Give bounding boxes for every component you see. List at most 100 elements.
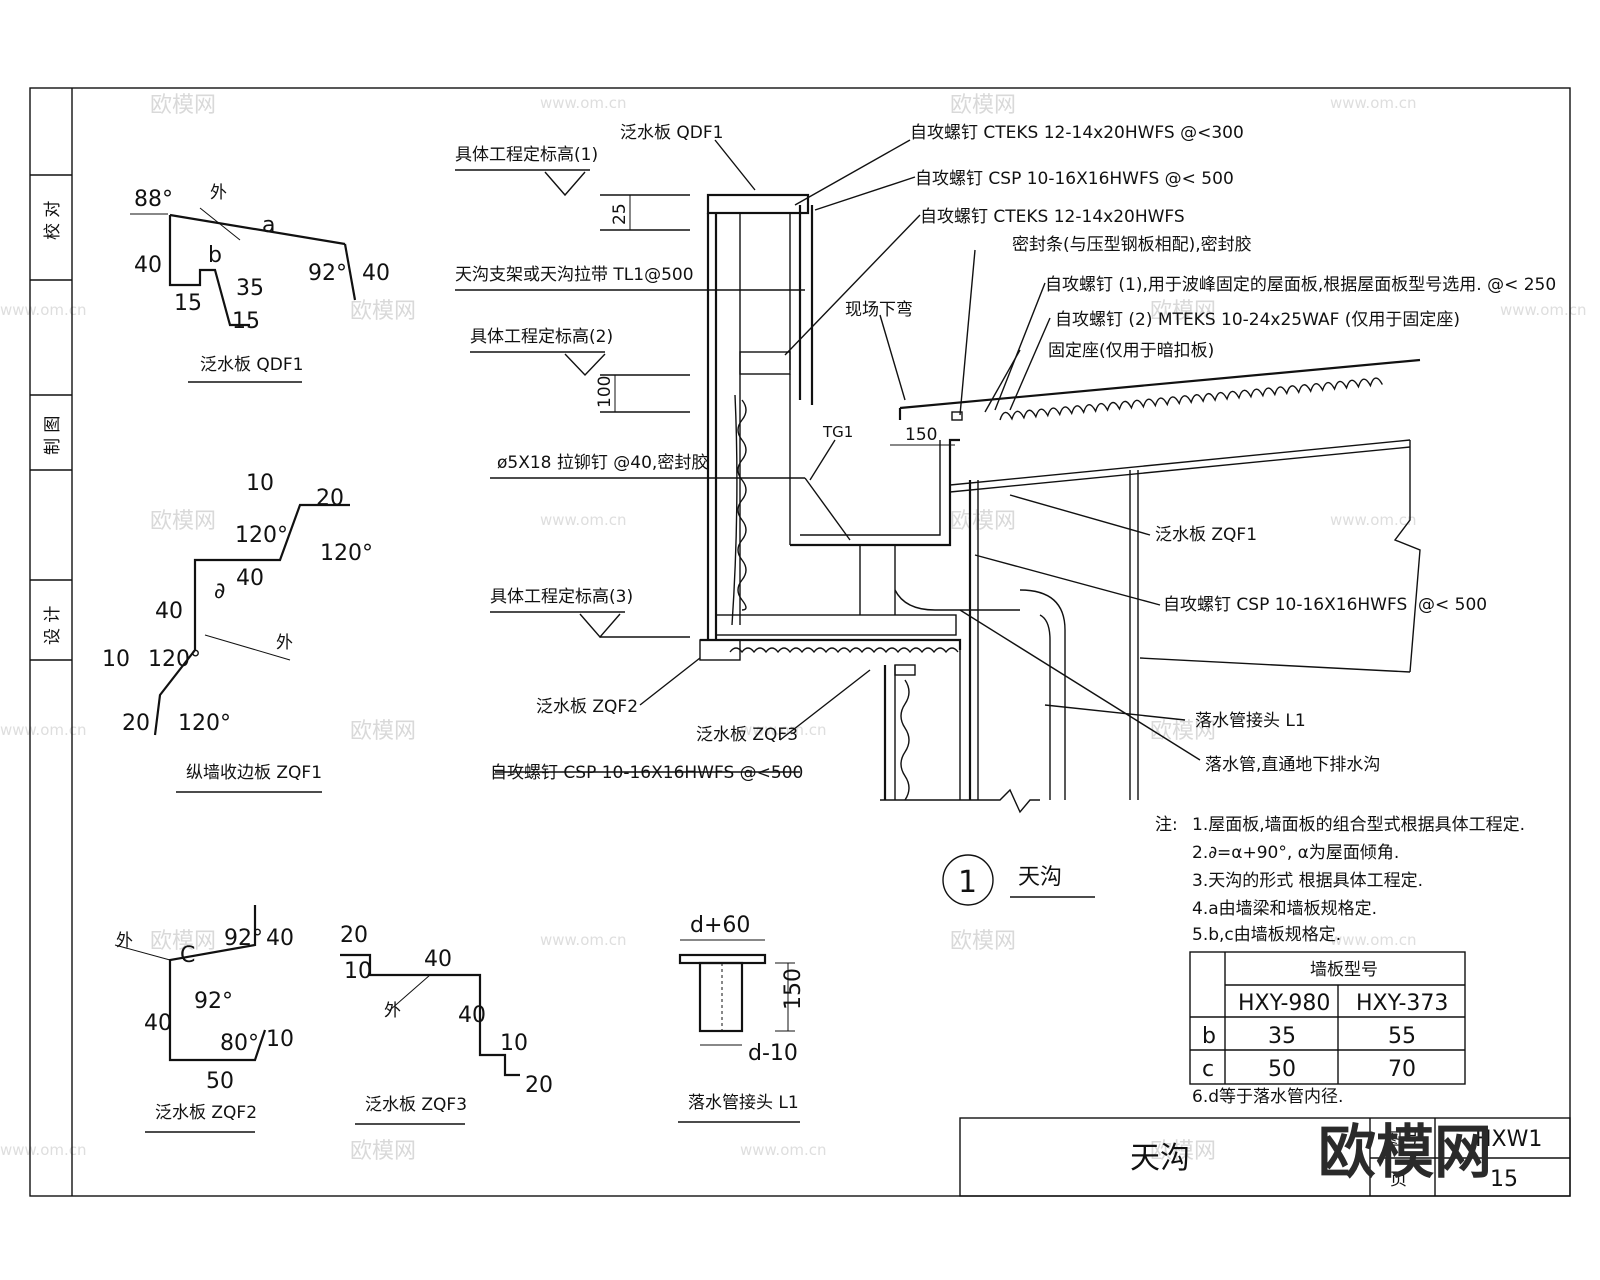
table-col-2: HXY-373	[1356, 991, 1448, 1016]
note-3: 3.天沟的形式 根据具体工程定.	[1192, 871, 1423, 891]
label-out: 外	[210, 183, 227, 203]
sidebar-design-label: 设 计	[43, 606, 63, 645]
dim-15: 15	[232, 309, 260, 334]
note-6: 6.d等于落水管内径.	[1192, 1087, 1343, 1107]
titleblock-name: 天沟	[1130, 1141, 1190, 1176]
watermark-brand: 欧模网	[1150, 1139, 1216, 1164]
callout-title: 天沟	[1018, 865, 1062, 890]
dim-10: 10	[344, 959, 372, 984]
dim-20: 20	[122, 711, 150, 736]
watermark-brand: 欧模网	[350, 1139, 416, 1164]
dim-a: a	[262, 213, 275, 238]
dim-10: 10	[500, 1031, 528, 1056]
label-screw6-spacing: @< 500	[1418, 595, 1487, 615]
dim-top: d+60	[690, 913, 750, 938]
watermark-brand: 欧模网	[950, 93, 1016, 118]
dim-angle: 120°	[235, 523, 288, 548]
watermark-brand: 欧模网	[150, 929, 216, 954]
watermark-url: www.om.cn	[1330, 94, 1417, 112]
brand-logo: 欧模网	[1318, 1118, 1492, 1186]
table-row-label: b	[1202, 1024, 1216, 1049]
label-screw2: 自攻螺钉 CSP 10-16X16HWFS @< 500	[915, 169, 1234, 189]
dim-40: 40	[458, 1003, 486, 1028]
label-zqf3: 泛水板 ZQF3	[696, 725, 798, 745]
table-header: 墙板型号	[1310, 960, 1378, 980]
watermark-url: www.om.cn	[1500, 301, 1587, 319]
gutter-body	[790, 438, 960, 547]
title-block: 天沟 图号 HXW1 页 15 欧模网	[959, 1117, 1571, 1197]
sidebar-draw-label: 制 图	[43, 416, 63, 455]
watermark-url: www.om.cn	[540, 94, 627, 112]
label-seal: 密封条(与压型钢板相配),密封胶	[1012, 235, 1252, 255]
note-2: 2.∂=α+90°, α为屋面倾角.	[1192, 843, 1399, 863]
detail-zqf3: 20 10 40 外 40 10 20 泛水板 ZQF3	[340, 923, 553, 1125]
callout-number: 1	[958, 865, 977, 900]
watermark-url: www.om.cn	[0, 1141, 87, 1159]
watermark-brand: 欧模网	[1150, 719, 1216, 744]
dim-angle: 120°	[320, 541, 373, 566]
dim-10: 10	[102, 647, 130, 672]
detail-callout: 1 天沟	[942, 854, 1095, 906]
dim-40: 40	[362, 261, 390, 286]
notes-prefix: 注:	[1155, 815, 1178, 835]
detail-zqf1: 10 20 120° 120° 40 ∂ 40 外 10 120° 20 120…	[102, 471, 373, 793]
label-screw6: 自攻螺钉 CSP 10-16X16HWFS	[1163, 595, 1407, 615]
roof-panel	[899, 358, 1421, 410]
dim-20: 20	[340, 923, 368, 948]
dim-40: 40	[134, 253, 162, 278]
dim-c: C	[180, 943, 195, 968]
main-section: 泛水板 QDF1 具体工程定标高(1) 25 天沟支架或天沟拉带 TL1@500…	[455, 123, 1556, 814]
label-pipe: 落水管,直通地下排水沟	[1205, 755, 1380, 775]
label-screw-bottom: 自攻螺钉 CSP 10-16X16HWFS @<500	[490, 763, 803, 783]
label-out: 外	[116, 931, 133, 951]
profile-qdf1	[168, 215, 250, 327]
label-elev3: 具体工程定标高(3)	[490, 587, 633, 607]
table-row-label: c	[1202, 1057, 1214, 1082]
dim-angle: 120°	[178, 711, 231, 736]
dim-bottom: d-10	[748, 1041, 798, 1066]
profile-zqf1	[153, 503, 350, 736]
titleblock-no: HXW1	[1475, 1127, 1542, 1152]
dim-theta: ∂	[214, 579, 225, 604]
detail-title: 泛水板 ZQF3	[365, 1095, 467, 1115]
dim-40: 40	[236, 566, 264, 591]
dim-40: 40	[144, 1011, 172, 1036]
table-col-1: HXY-980	[1238, 991, 1330, 1016]
titleblock-no-label: 图号	[1385, 1130, 1419, 1150]
sidebar: 校 对 制 图 设 计	[43, 201, 63, 645]
watermark-brand: 欧模网	[950, 509, 1016, 534]
profile-zqf3	[340, 953, 520, 1077]
panel-table: 墙板型号 HXY-980 HXY-373 b 35 55 c 50 70	[1189, 951, 1466, 1085]
dim-100: 100	[595, 376, 615, 408]
sidebar-check-label: 校 对	[43, 201, 63, 240]
dim-b: b	[208, 243, 222, 268]
wall-insulation	[737, 399, 747, 611]
dim-50: 50	[206, 1069, 234, 1094]
watermark-brand: 欧模网	[150, 509, 216, 534]
detail-title: 泛水板 QDF1	[200, 355, 303, 375]
watermark-url: www.om.cn	[540, 511, 627, 529]
watermark-url: www.om.cn	[740, 1141, 827, 1159]
dim-angle: 80°	[220, 1031, 259, 1056]
label-elev1: 具体工程定标高(1)	[455, 145, 598, 165]
label-elev2: 具体工程定标高(2)	[470, 327, 613, 347]
detail-qdf1: 88° 外 a b 40 35 15 15 92° 40 泛水板 QDF1	[130, 183, 390, 383]
watermark-brand: 欧模网	[350, 299, 416, 324]
dim-height: 150	[781, 968, 806, 1010]
label-zqf1: 泛水板 ZQF1	[1155, 525, 1257, 545]
watermark-brand: 欧模网	[350, 719, 416, 744]
label-out: 外	[384, 1001, 401, 1021]
label-seat: 固定座(仅用于暗扣板)	[1048, 341, 1214, 361]
watermark-url: www.om.cn	[1330, 931, 1417, 949]
titleblock-page: 15	[1490, 1167, 1518, 1192]
gutter-insulation	[729, 647, 959, 654]
profile-zqf2	[168, 905, 267, 1062]
label-qdf1: 泛水板 QDF1	[620, 123, 723, 143]
note-4: 4.a由墙梁和墙板规格定.	[1192, 899, 1377, 919]
label-rivet: ø5X18 拉铆钉 @40,密封胶	[497, 453, 708, 473]
table-cell: 70	[1388, 1057, 1416, 1082]
detail-title: 泛水板 ZQF2	[155, 1103, 257, 1123]
table-cell: 35	[1268, 1024, 1296, 1049]
dim-150: 150	[905, 425, 937, 445]
